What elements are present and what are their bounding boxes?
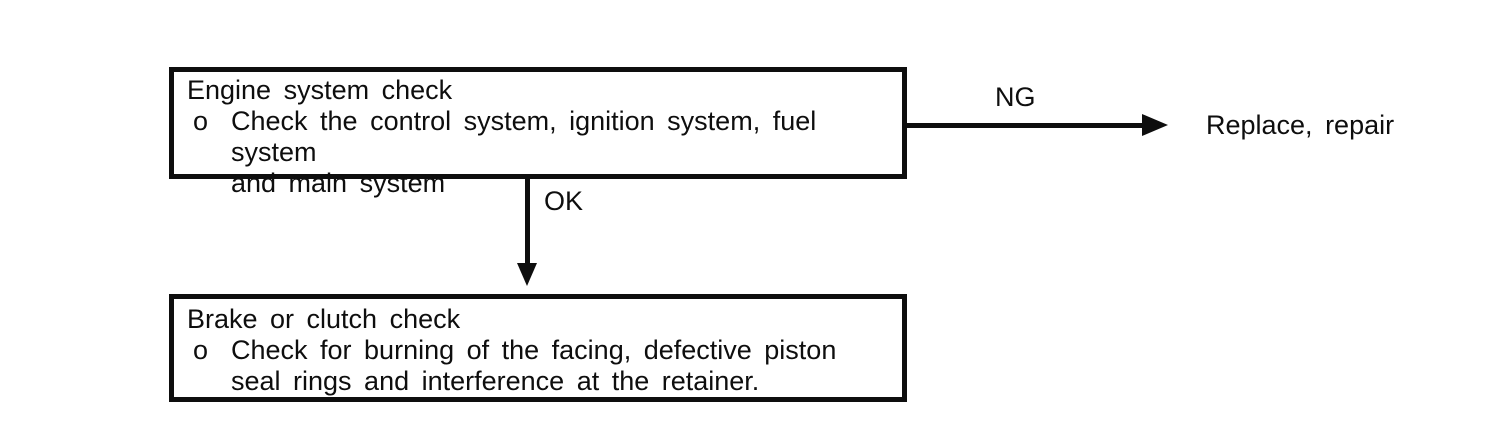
box-title: Brake or clutch check: [187, 304, 461, 334]
bullet-marker: o: [193, 335, 209, 365]
flow-box-brake-or-clutch-check: Brake or clutch check o Check for burnin…: [169, 294, 907, 402]
bullet-item: o Check for burning of the facing, defec…: [187, 335, 886, 397]
bullet-marker: o: [193, 106, 209, 136]
arrow-down-icon: [517, 263, 537, 286]
ok-connector-label: OK: [544, 186, 584, 216]
bullet-text-line: seal rings and interference at the retai…: [231, 366, 760, 396]
bullet-text-line: Check the control system, ignition syste…: [231, 106, 817, 167]
bullet-text: Check for burning of the facing, defecti…: [231, 335, 836, 397]
box-title: Engine system check: [187, 75, 453, 105]
bullet-text-line: and main system: [231, 168, 446, 198]
ng-connector-line: [907, 123, 1143, 128]
flow-box-engine-system-check: Engine system check o Check the control …: [169, 67, 907, 198]
arrow-right-icon: [1142, 114, 1168, 136]
ok-connector-line: [525, 179, 530, 266]
ng-connector-label: NG: [995, 82, 1036, 112]
terminal-text-replace-repair: Replace, repair: [1206, 110, 1395, 140]
bullet-item: o Check the control system, ignition sys…: [187, 106, 886, 199]
bullet-text: Check the control system, ignition syste…: [231, 106, 886, 199]
bullet-text-line: Check for burning of the facing, defecti…: [231, 335, 837, 365]
